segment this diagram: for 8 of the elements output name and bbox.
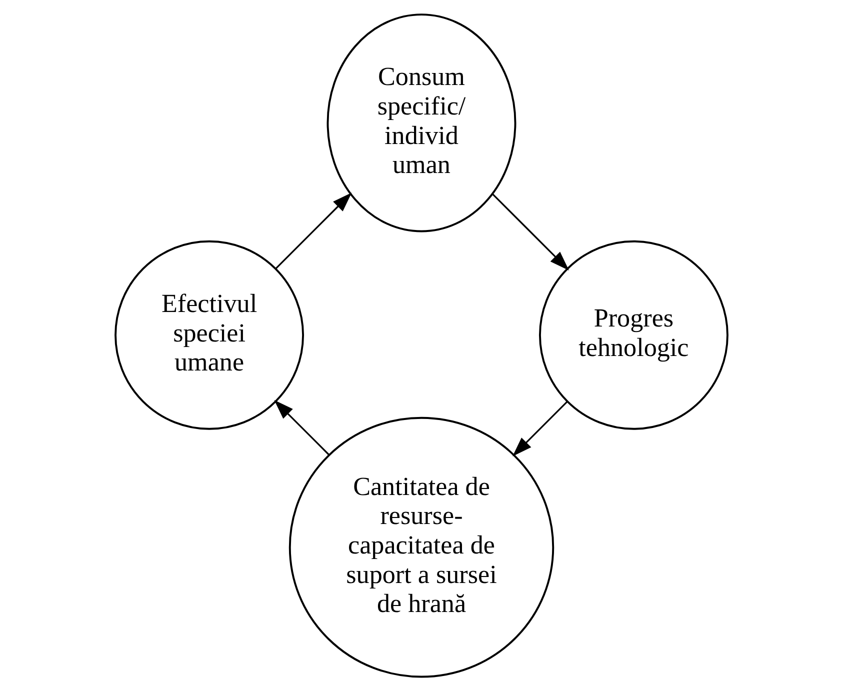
arrow [274,400,330,456]
node-circle: Efectivul speciei umane [114,240,304,430]
arrow [512,401,568,456]
arrow [275,192,352,270]
arrow [492,194,570,270]
node-circle: Progres tehnologic [538,240,728,430]
node-ellipse: Consum specific/ individ uman [326,14,516,232]
node-circle: Cantitatea de resurse- capacitatea de suport a sursei de hrană [288,416,554,678]
